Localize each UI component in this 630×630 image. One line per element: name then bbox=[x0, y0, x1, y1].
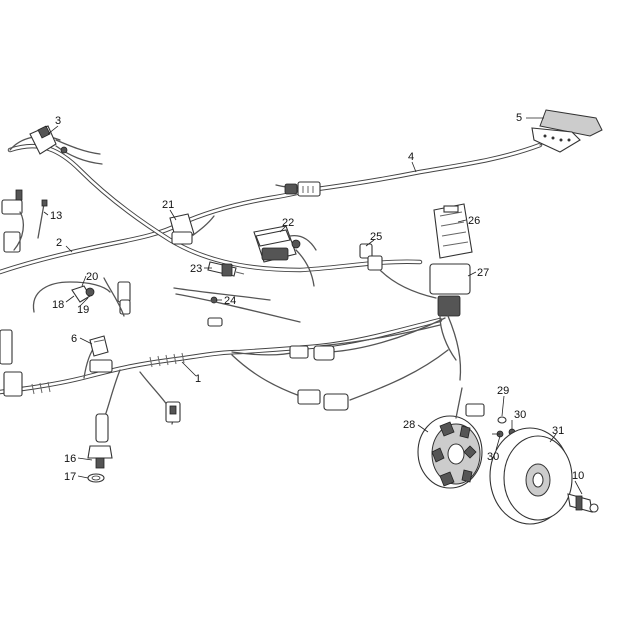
small-sensor-group bbox=[32, 277, 131, 317]
harness-connectors-mid bbox=[289, 345, 349, 411]
ignition-coil bbox=[253, 225, 317, 287]
callout-6: 6 bbox=[71, 333, 77, 345]
flywheel-shaft bbox=[567, 493, 599, 513]
callout-30-upper: 30 bbox=[514, 409, 526, 421]
stator bbox=[417, 387, 485, 489]
harness-plug-connector bbox=[284, 181, 321, 197]
callout-13: 13 bbox=[50, 210, 62, 222]
secondary-wiring-harness bbox=[0, 135, 423, 275]
callout-17: 17 bbox=[64, 471, 76, 483]
callout-2: 2 bbox=[56, 237, 62, 249]
callout-labels: 1 2 3 4 5 6 10 13 16 17 18 19 20 21 22 2… bbox=[50, 112, 584, 483]
neutral-switch-connector bbox=[359, 243, 437, 299]
callout-22: 22 bbox=[282, 217, 294, 229]
callout-4: 4 bbox=[408, 151, 414, 163]
flywheel-rotor bbox=[489, 427, 573, 525]
ground-strap bbox=[37, 199, 48, 239]
callout-18: 18 bbox=[52, 299, 64, 311]
cdi-bracket bbox=[429, 263, 471, 381]
left-edge-switches bbox=[0, 189, 25, 397]
terminal-pins bbox=[173, 287, 301, 327]
callout-21: 21 bbox=[162, 199, 174, 211]
callout-24: 24 bbox=[224, 295, 236, 307]
callout-16: 16 bbox=[64, 453, 76, 465]
callout-23: 23 bbox=[190, 263, 202, 275]
spark-plug bbox=[207, 261, 245, 277]
callout-25: 25 bbox=[370, 231, 382, 243]
callout-10: 10 bbox=[572, 470, 584, 482]
callout-3: 3 bbox=[55, 115, 61, 127]
callout-30-lower: 30 bbox=[487, 451, 499, 463]
sealing-washer bbox=[87, 473, 105, 483]
callout-1: 1 bbox=[195, 373, 201, 385]
cdi-unit bbox=[433, 203, 473, 259]
callout-29: 29 bbox=[497, 385, 509, 397]
callout-26: 26 bbox=[468, 215, 480, 227]
harness-sub-connector bbox=[165, 401, 181, 425]
main-wiring-harness bbox=[0, 317, 449, 425]
callout-31: 31 bbox=[552, 425, 564, 437]
callout-27: 27 bbox=[477, 267, 489, 279]
temperature-sensor bbox=[87, 413, 113, 469]
leader-lines bbox=[43, 117, 583, 495]
callout-20: 20 bbox=[86, 271, 98, 283]
fuse-box bbox=[89, 335, 113, 373]
starter-relay bbox=[169, 213, 215, 245]
callout-28: 28 bbox=[403, 419, 415, 431]
tail-light bbox=[531, 109, 603, 153]
callout-5: 5 bbox=[516, 112, 522, 124]
callout-19: 19 bbox=[77, 304, 89, 316]
